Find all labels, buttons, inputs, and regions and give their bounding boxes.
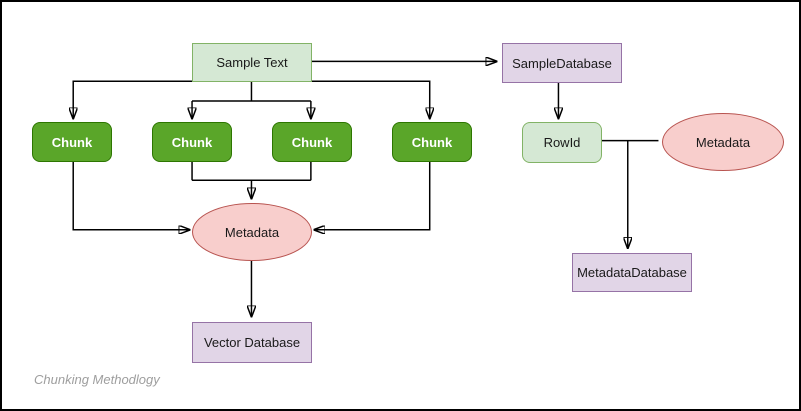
node-sample-text[interactable]: Sample Text: [192, 43, 312, 82]
node-metadata-right[interactable]: Metadata: [662, 113, 784, 171]
edge-sampletext-chunk1: [73, 80, 193, 119]
edge-sampletext-chunk4: [310, 80, 430, 119]
edge-chunk4-metadata: [314, 160, 431, 229]
node-chunk-3[interactable]: Chunk: [272, 122, 352, 162]
diagram-caption: Chunking Methodlogy: [34, 372, 160, 387]
node-chunk-1[interactable]: Chunk: [32, 122, 112, 162]
node-metadata-database[interactable]: MetadataDatabase: [572, 253, 692, 292]
node-chunk-4[interactable]: Chunk: [392, 122, 472, 162]
edge-chunk1-metadata: [72, 160, 190, 229]
node-sample-database[interactable]: SampleDatabase: [502, 43, 622, 83]
node-vector-database[interactable]: Vector Database: [192, 322, 312, 363]
edge-sampletext-chunks-stem: [192, 81, 311, 102]
edge-chunk23-stem: [191, 160, 312, 181]
node-chunk-2[interactable]: Chunk: [152, 122, 232, 162]
node-row-id[interactable]: RowId: [522, 122, 602, 163]
node-metadata-center[interactable]: Metadata: [192, 203, 312, 261]
